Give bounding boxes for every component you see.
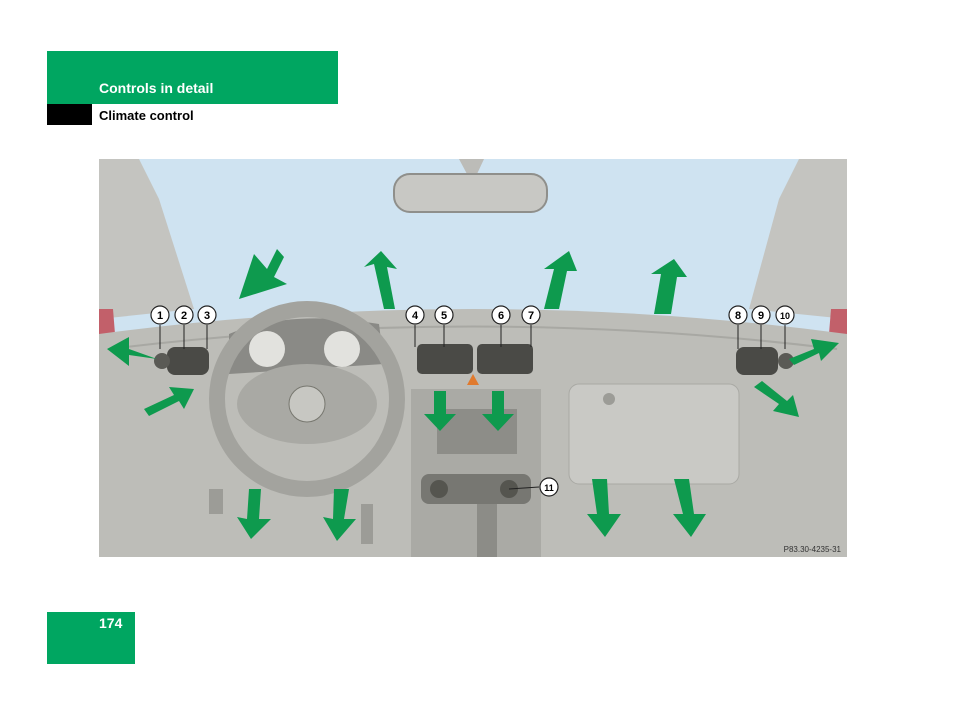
vent-left-outer xyxy=(167,347,209,375)
callout-number: 7 xyxy=(528,310,534,322)
vent-wheel-left xyxy=(154,353,170,369)
figure-reference-code: P83.30-4235-31 xyxy=(784,545,842,554)
callout-number: 10 xyxy=(780,311,790,321)
airflow-arrow xyxy=(651,259,687,314)
airflow-arrow xyxy=(144,387,194,416)
steering-wheel xyxy=(209,301,405,497)
callout-4: 4 xyxy=(405,305,425,325)
dash-line xyxy=(108,325,838,350)
callout-number: 4 xyxy=(412,310,419,322)
airflow-arrow xyxy=(323,489,356,541)
callout-10: 10 xyxy=(775,305,795,325)
section-title: Controls in detail xyxy=(99,80,214,96)
callout-11: 11 xyxy=(539,477,559,497)
airflow-arrow xyxy=(239,249,287,299)
speedometer xyxy=(249,331,285,367)
gear-shifter xyxy=(477,504,497,557)
airflow-arrow xyxy=(424,391,456,431)
pedal xyxy=(209,489,223,514)
callout-2: 2 xyxy=(174,305,194,325)
callout-number: 5 xyxy=(441,310,447,322)
airflow-arrow xyxy=(107,337,157,366)
subsection-marker xyxy=(47,104,92,125)
dashboard-vents-illustration: 1 2 3 4 5 6 7 8 9 10 11 P83.30-4235-31 xyxy=(99,159,847,557)
right-a-pillar xyxy=(749,159,847,319)
vent-wheel-right xyxy=(778,353,794,369)
climate-knob-left xyxy=(430,480,448,498)
airflow-arrow xyxy=(364,251,397,309)
airflow-arrow xyxy=(673,479,706,537)
glovebox xyxy=(568,383,740,485)
subsection-title: Climate control xyxy=(99,108,194,123)
vent-center-right xyxy=(477,344,533,374)
callout-1: 1 xyxy=(150,305,170,325)
airflow-arrow xyxy=(544,251,577,309)
pedal xyxy=(361,504,373,544)
left-a-pillar xyxy=(99,159,194,319)
callout-6: 6 xyxy=(491,305,511,325)
callout-number: 6 xyxy=(498,310,504,322)
airflow-arrows xyxy=(107,249,839,541)
callout-number: 8 xyxy=(735,310,741,322)
mercedes-star-icon xyxy=(288,385,326,423)
page-number-box xyxy=(47,612,135,664)
glovebox-latch xyxy=(603,393,615,405)
mirror-mount xyxy=(459,159,484,174)
leader-lines xyxy=(159,325,786,490)
callout-number: 9 xyxy=(758,310,764,322)
callout-number: 1 xyxy=(157,310,163,322)
callout-number: 11 xyxy=(544,483,554,493)
header-bar xyxy=(47,51,338,104)
vent-center-left xyxy=(417,344,473,374)
tachometer xyxy=(324,331,360,367)
callout-7: 7 xyxy=(521,305,541,325)
hazard-icon xyxy=(467,374,479,385)
callout-9: 9 xyxy=(751,305,771,325)
climate-panel xyxy=(421,474,531,504)
airflow-arrow xyxy=(789,339,839,365)
callout-number: 3 xyxy=(204,310,210,322)
callout-5: 5 xyxy=(434,305,454,325)
airflow-arrow xyxy=(482,391,514,431)
page-number: 174 xyxy=(99,615,123,631)
airflow-arrow xyxy=(754,381,799,417)
rearview-mirror xyxy=(393,173,548,213)
callout-3: 3 xyxy=(197,305,217,325)
callout-number: 2 xyxy=(181,310,187,322)
callout-8: 8 xyxy=(728,305,748,325)
airflow-arrow xyxy=(587,479,621,537)
vent-right-outer xyxy=(736,347,778,375)
airflow-arrow xyxy=(237,489,271,539)
